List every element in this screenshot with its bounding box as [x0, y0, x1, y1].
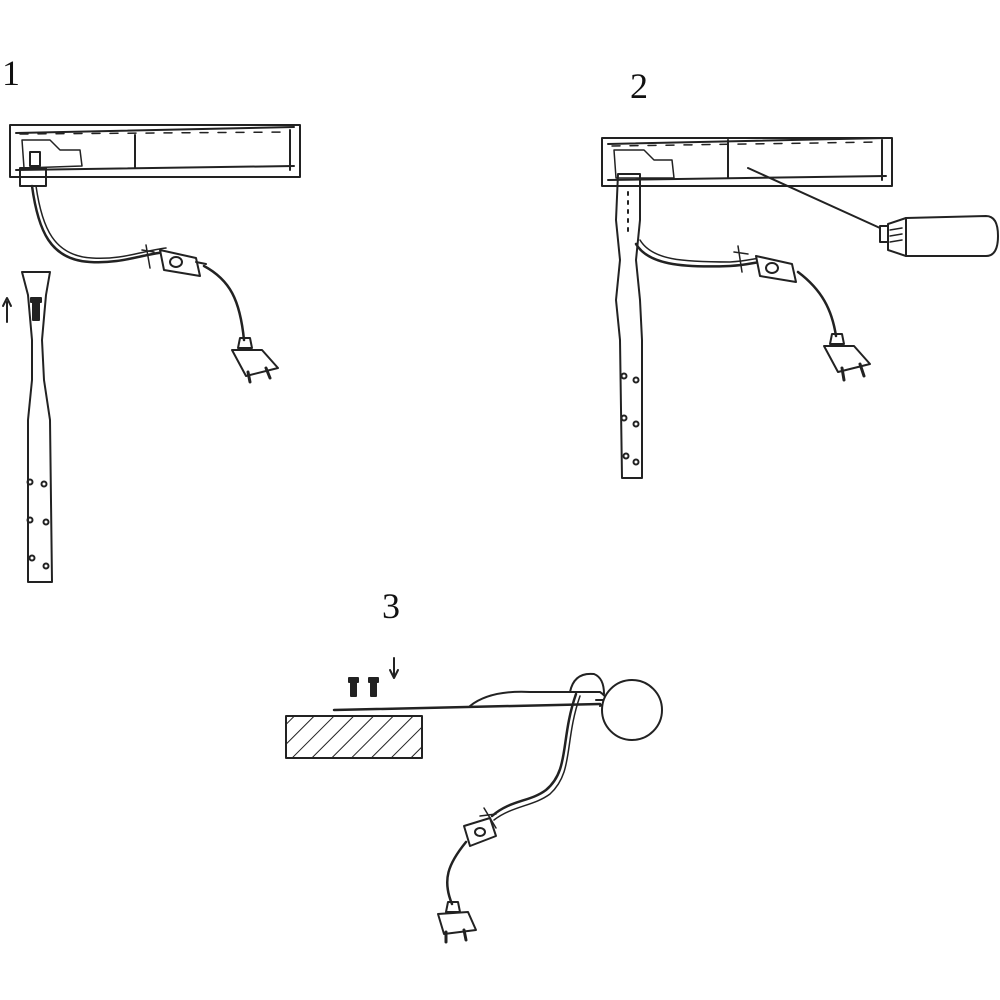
power-plug	[823, 333, 871, 382]
globe-bulb-icon	[601, 679, 663, 741]
screw-icon	[30, 297, 42, 321]
step-3-illustration	[285, 657, 663, 944]
step-2-number: 2	[630, 66, 648, 106]
inline-switch	[159, 249, 207, 277]
power-cable	[634, 242, 764, 268]
mounted-lamp	[332, 672, 663, 741]
power-plug	[231, 337, 279, 384]
screw-icon	[348, 677, 359, 697]
step-2-illustration	[601, 137, 999, 479]
mounting-surface	[285, 715, 423, 759]
power-cable	[490, 692, 578, 818]
wall-bracket	[615, 173, 643, 479]
inline-switch	[463, 817, 497, 847]
power-plug	[437, 901, 477, 944]
screw-icon	[368, 677, 379, 697]
step-1-number: 1	[2, 53, 20, 93]
wall-bracket	[21, 271, 53, 583]
power-cable	[30, 184, 167, 264]
step-1-illustration	[2, 124, 301, 583]
lamp-bar	[601, 137, 893, 187]
inline-switch	[755, 255, 797, 283]
light-bulb-icon	[879, 215, 999, 257]
bulb-guide-line	[747, 167, 881, 229]
arrow-up-icon	[2, 297, 12, 323]
arrow-down-icon	[389, 657, 399, 679]
lamp-bar	[9, 124, 301, 178]
step-3-number: 3	[382, 586, 400, 626]
